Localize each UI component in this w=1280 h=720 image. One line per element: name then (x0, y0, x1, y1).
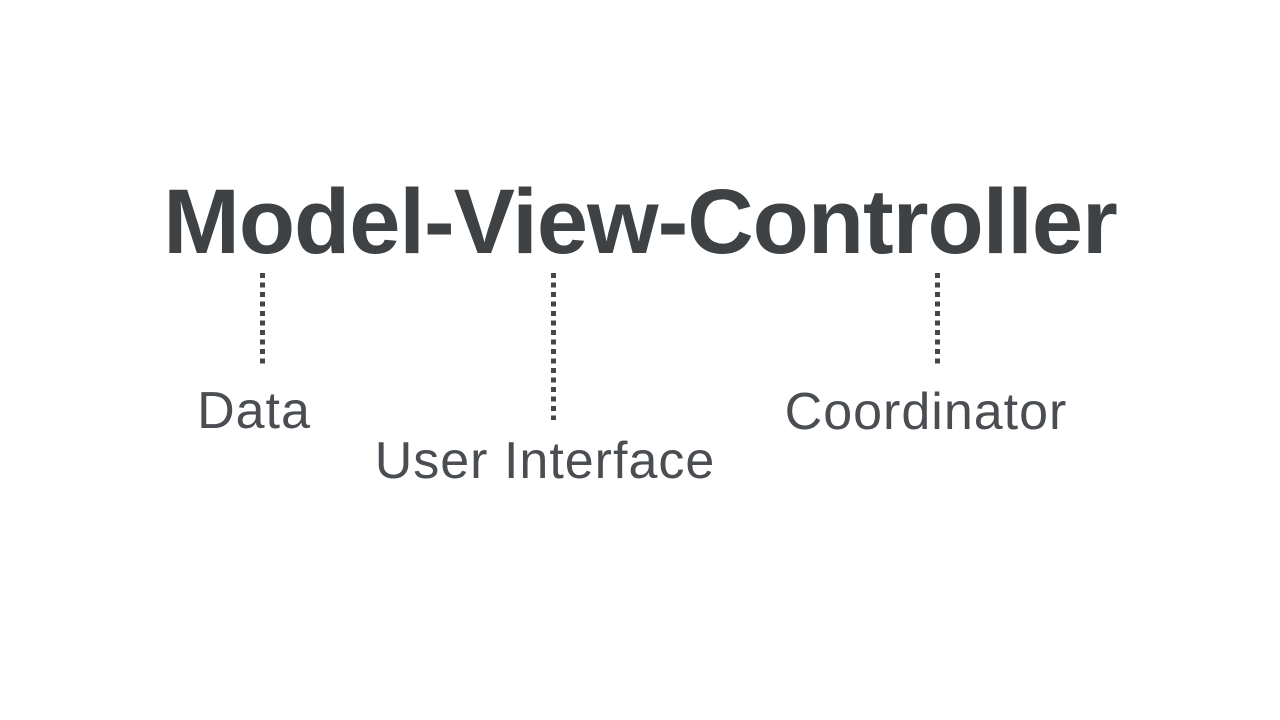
annotation-view: User Interface (374, 432, 716, 490)
annotation-model: Data (197, 382, 311, 440)
diagram-title: Model-View-Controller (163, 171, 1118, 273)
connector-model-to-data (260, 273, 265, 368)
connector-view-to-user-interface (551, 273, 556, 420)
connector-controller-to-coordinator (935, 273, 940, 368)
annotation-controller: Coordinator (784, 383, 1068, 441)
